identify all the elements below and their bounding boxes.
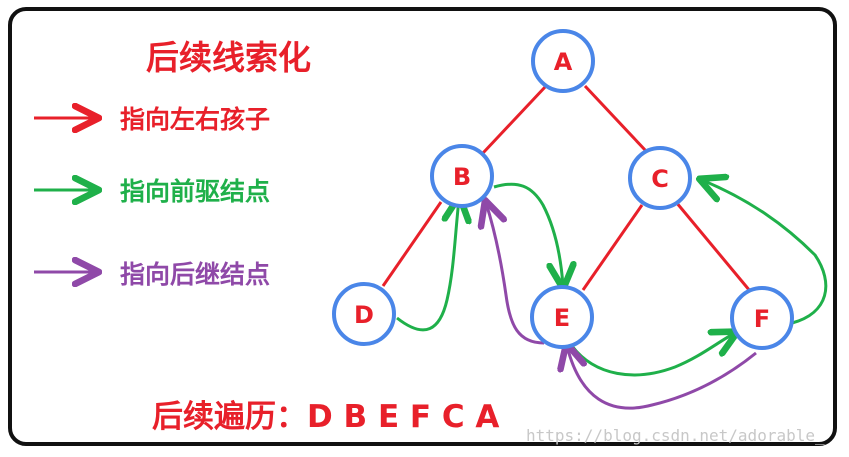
predecessor-arrow-d-to-b [396, 199, 459, 332]
edge-b-d [381, 201, 443, 287]
tree-edges [381, 84, 752, 292]
predecessor-arrow-b-to-e [493, 182, 563, 286]
thread-arrows [396, 180, 828, 410]
legend-item-predecessor: 指向前驱结点 [34, 177, 270, 206]
tree-node-f: F [730, 286, 794, 350]
watermark-url: https://blog.csdn.net/adorable_ [526, 426, 825, 445]
legend-label-successor: 指向后继结点 [120, 260, 270, 289]
tree-node-d: D [332, 282, 396, 346]
tree-node-b: B [430, 144, 494, 208]
node-label-a: A [554, 48, 573, 76]
node-label-c: C [651, 165, 669, 193]
node-label-b: B [453, 163, 471, 191]
node-label-d: D [354, 301, 374, 329]
tree-node-a: A [531, 29, 595, 93]
edge-c-f [674, 201, 752, 292]
legend: 指向左右孩子 指向前驱结点 指向后继结点 [34, 105, 270, 289]
predecessor-arrow-e-to-f [570, 333, 735, 377]
diagram-title: 后续线索化 [146, 38, 311, 77]
edge-c-e [581, 204, 644, 291]
tree-nodes: A B C D E F [332, 29, 794, 350]
legend-item-left-right-children: 指向左右孩子 [34, 105, 270, 134]
legend-item-successor: 指向后继结点 [34, 260, 270, 289]
node-label-e: E [554, 304, 570, 332]
successor-arrow-f-to-e [567, 346, 757, 410]
tree-node-c: C [628, 146, 692, 210]
legend-label-left-right-children: 指向左右孩子 [120, 105, 270, 134]
edge-a-c [583, 84, 648, 153]
edge-a-b [481, 84, 548, 155]
node-label-f: F [754, 305, 770, 333]
legend-label-predecessor: 指向前驱结点 [120, 177, 270, 206]
tree-node-e: E [530, 285, 594, 349]
predecessor-arrow-f-to-c [702, 180, 828, 325]
successor-arrow-e-to-b [486, 203, 545, 345]
traversal-sequence: 后续遍历：D B E F C A [152, 399, 499, 435]
